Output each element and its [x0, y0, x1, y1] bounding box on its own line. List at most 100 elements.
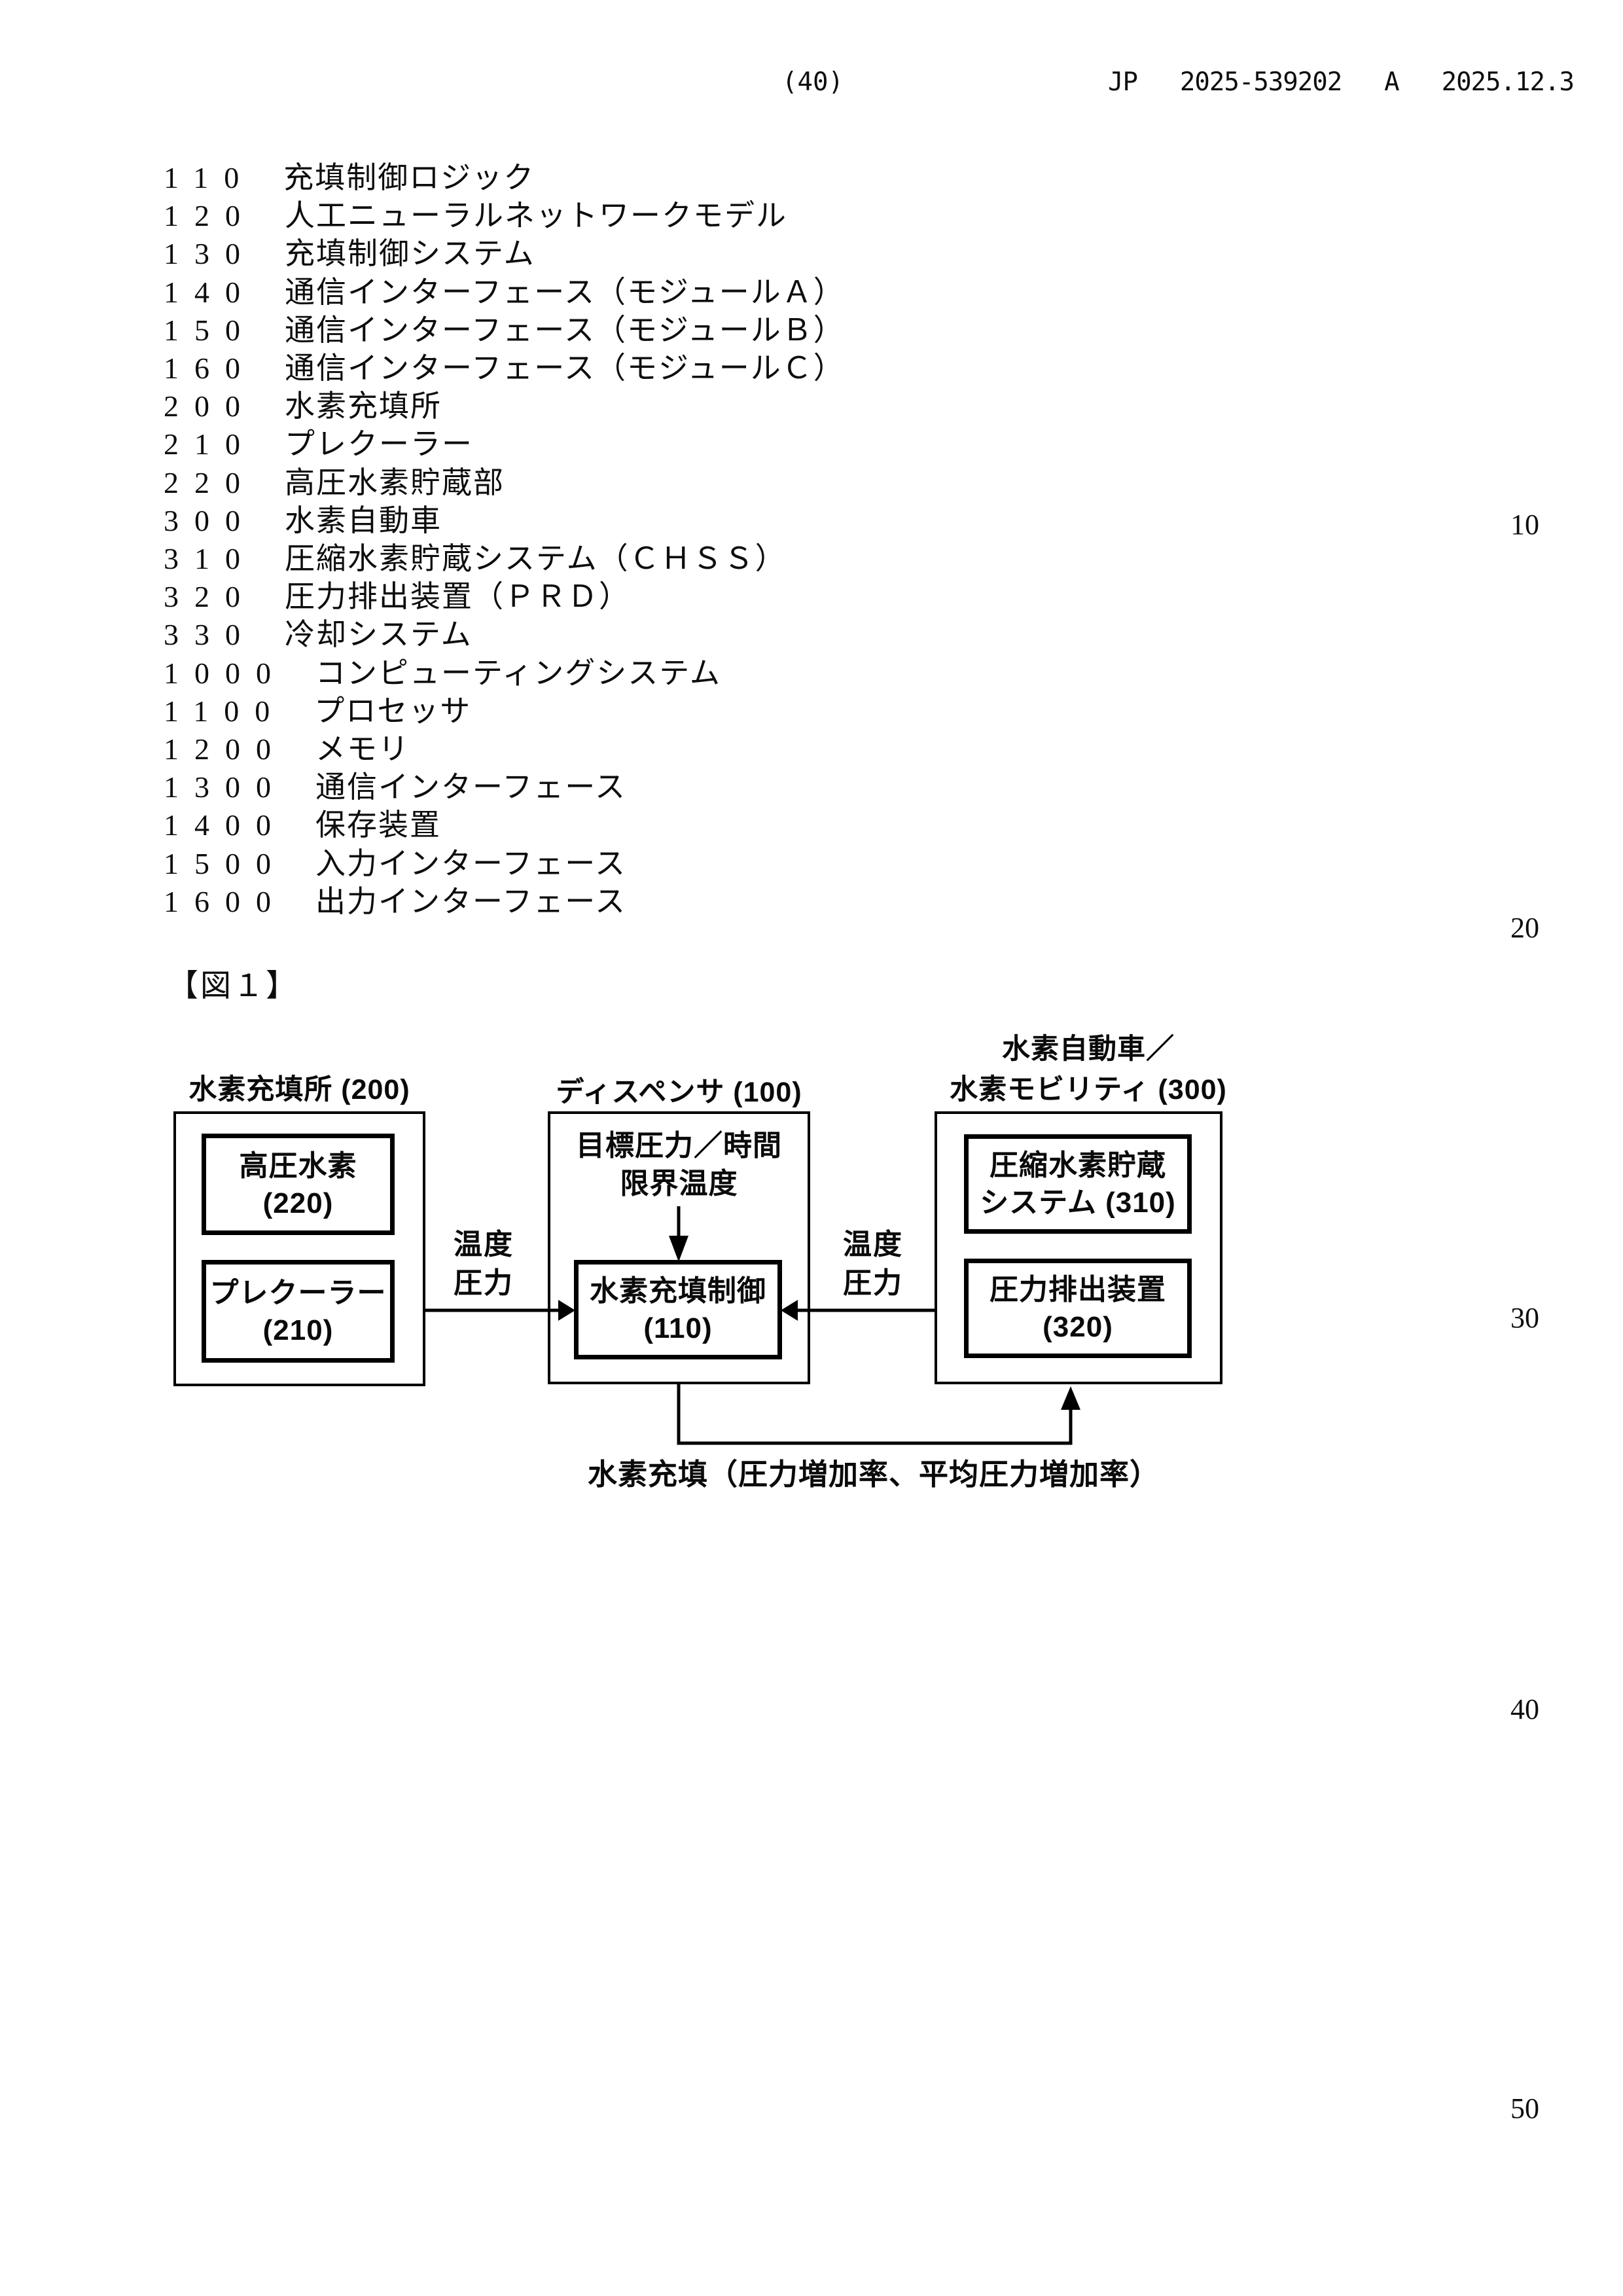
dispenser-input-note: 目標圧力／時間 限界温度	[548, 1127, 810, 1203]
ref-number: 300	[164, 503, 256, 537]
ref-label: プロセッサ	[314, 694, 472, 728]
left-flow-line1: 温度	[454, 1229, 514, 1261]
ref-label: 水素充填所	[285, 389, 442, 423]
prd-line1: 圧力排出装置	[990, 1274, 1166, 1306]
ref-number: 160	[164, 351, 256, 386]
ref-label: 充填制御システム	[285, 237, 535, 271]
publication-number: JP 2025-539202 A 2025.12.3	[1108, 67, 1575, 97]
reference-list-item: 220 高圧水素貯蔵部	[164, 464, 845, 502]
reference-list-item: 1200 メモリ	[164, 730, 845, 768]
right-flow-line2: 圧力	[843, 1267, 903, 1299]
station-title: 水素充填所 (200)	[188, 1074, 410, 1105]
high-pressure-line2: (220)	[262, 1187, 334, 1219]
vehicle-title-line1: 水素自動車／	[1002, 1033, 1175, 1065]
reference-list-item: 120 人工ニューラルネットワークモデル	[164, 197, 845, 235]
precooler-line2: (210)	[262, 1314, 334, 1346]
dispenser-title: ディスペンサ (100)	[556, 1077, 802, 1108]
ref-number: 220	[164, 465, 256, 499]
prd-box: 圧力排出装置 (320)	[964, 1259, 1192, 1358]
reference-list-item: 150 通信インターフェース（モジュールＢ）	[164, 312, 845, 350]
ref-number: 1100	[164, 694, 286, 728]
hydrogen-filling-feedback-label: 水素充填（圧力増加率、平均圧力増加率）	[587, 1458, 1160, 1491]
margin-line-number-30: 30	[1510, 1302, 1539, 1334]
ref-number: 200	[164, 389, 256, 423]
ref-number: 110	[164, 161, 255, 194]
ref-number: 1500	[164, 846, 287, 880]
ref-label: 高圧水素貯蔵部	[285, 465, 505, 499]
ref-number: 140	[164, 275, 256, 309]
up-arrowhead	[1061, 1386, 1080, 1410]
margin-line-number-20: 20	[1510, 912, 1539, 944]
ref-label: プレクーラー	[285, 427, 473, 461]
reference-list-item: 110 充填制御ロジック	[164, 159, 845, 197]
reference-list-item: 1000 コンピューティングシステム	[164, 655, 845, 692]
ref-label: メモリ	[315, 732, 410, 766]
ref-number: 330	[164, 618, 256, 652]
reference-list-item: 140 通信インターフェース（モジュールＡ）	[164, 274, 845, 312]
chss-line1: 圧縮水素貯蔵	[990, 1149, 1166, 1181]
precooler-box: プレクーラー (210)	[202, 1260, 395, 1363]
chss-box: 圧縮水素貯蔵 システム (310)	[964, 1134, 1192, 1234]
reference-list-item: 130 充填制御システム	[164, 235, 845, 273]
left-flow-label: 温度 圧力	[454, 1225, 514, 1302]
ref-label: 人工ニューラルネットワークモデル	[285, 199, 787, 233]
ref-label: 冷却システム	[285, 618, 473, 652]
dispenser-input-line1: 目標圧力／時間	[576, 1130, 782, 1162]
reference-list-item: 1400 保存装置	[164, 806, 845, 844]
vehicle-title-line2: 水素モビリティ (300)	[950, 1074, 1227, 1105]
page-number: (40)	[782, 67, 844, 97]
ref-label: 充填制御ロジック	[283, 161, 535, 194]
ref-number: 150	[164, 313, 256, 347]
vehicle-title: 水素自動車／ 水素モビリティ (300)	[928, 1029, 1249, 1110]
reference-list-item: 1100 プロセッサ	[164, 692, 845, 730]
ref-label: 圧力排出装置（ＰＲＤ）	[285, 580, 630, 614]
control-line1: 水素充填制御	[590, 1275, 766, 1307]
figure1-caption: 【図１】	[168, 969, 298, 1003]
chss-line2: システム (310)	[980, 1187, 1176, 1219]
reference-list-item: 310 圧縮水素貯蔵システム（ＣＨＳＳ）	[164, 540, 845, 578]
ref-number: 320	[164, 580, 256, 614]
ref-label: コンピューティングシステム	[315, 656, 721, 690]
ref-number: 1000	[164, 656, 287, 690]
ref-label: 通信インターフェース（モジュールＢ）	[285, 313, 845, 347]
ref-label: 通信インターフェース（モジュールＣ）	[285, 351, 845, 386]
margin-line-number-40: 40	[1510, 1693, 1539, 1725]
ref-number: 1400	[164, 808, 287, 842]
high-pressure-line1: 高圧水素	[239, 1149, 357, 1182]
ref-number: 120	[164, 199, 256, 233]
high-pressure-hydrogen-box: 高圧水素 (220)	[202, 1134, 395, 1235]
ref-number: 210	[164, 427, 256, 461]
right-flow-line1: 温度	[843, 1229, 903, 1261]
margin-line-number-10: 10	[1510, 509, 1539, 541]
ref-number: 1600	[164, 884, 287, 918]
ref-label: 通信インターフェース（モジュールＡ）	[285, 275, 845, 309]
ref-number: 1300	[164, 770, 287, 804]
ref-label: 水素自動車	[285, 503, 442, 537]
ref-number: 1200	[164, 732, 287, 766]
reference-list-item: 320 圧力排出装置（ＰＲＤ）	[164, 578, 845, 616]
reference-list-item: 330 冷却システム	[164, 616, 845, 654]
reference-list-item: 300 水素自動車	[164, 502, 845, 540]
ref-label: 通信インターフェース	[315, 770, 626, 804]
reference-list-item: 200 水素充填所	[164, 387, 845, 425]
control-line2: (110)	[643, 1312, 713, 1344]
reference-list-item: 210 プレクーラー	[164, 425, 845, 463]
ref-label: 圧縮水素貯蔵システム（ＣＨＳＳ）	[285, 542, 787, 576]
filling-feedback-line	[677, 1384, 1073, 1445]
prd-line2: (320)	[1043, 1311, 1113, 1343]
margin-line-number-50: 50	[1510, 2092, 1539, 2125]
reference-list-item: 160 通信インターフェース（モジュールＣ）	[164, 350, 845, 387]
ref-number: 310	[164, 542, 256, 576]
reference-list-item: 1600 出力インターフェース	[164, 883, 845, 921]
dispenser-input-line2: 限界温度	[620, 1168, 738, 1200]
ref-number: 130	[164, 237, 256, 271]
hydrogen-filling-control-box: 水素充填制御 (110)	[574, 1260, 782, 1359]
right-flow-label: 温度 圧力	[843, 1225, 903, 1302]
reference-list: 110 充填制御ロジック 120 人工ニューラルネットワークモデル 130 充填制御システ…	[164, 159, 845, 921]
ref-label: 出力インターフェース	[315, 884, 626, 918]
left-flow-line2: 圧力	[454, 1267, 514, 1299]
reference-list-item: 1300 通信インターフェース	[164, 768, 845, 806]
ref-label: 保存装置	[315, 808, 441, 842]
